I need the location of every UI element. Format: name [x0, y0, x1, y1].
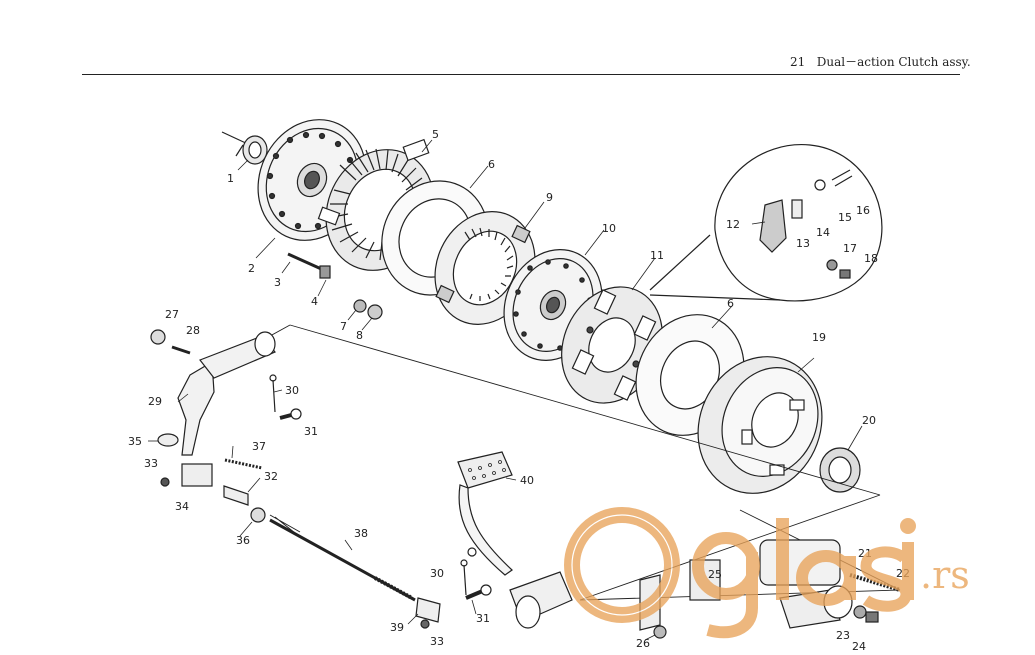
adjusting-rod	[269, 514, 416, 602]
bolt-and-nut-set	[287, 252, 383, 320]
lever-detail-inset	[649, 144, 883, 302]
part-label-37: 37	[252, 440, 266, 453]
fork-linkage	[157, 433, 266, 523]
release-lever	[150, 329, 276, 456]
part-label-9: 9	[546, 191, 553, 204]
section-title: Dual－action Clutch assy.	[816, 55, 971, 69]
part-label-35: 35	[128, 435, 142, 448]
clutch-cover-housing	[697, 356, 823, 494]
part-label-1: 1	[227, 172, 234, 185]
header-rule	[82, 74, 960, 75]
part-label-11: 11	[650, 249, 664, 262]
part-label-24: 24	[852, 640, 866, 653]
part-label-38: 38	[354, 527, 368, 540]
page-header: 21 Dual－action Clutch assy.	[790, 53, 971, 71]
clevis-pins-lower	[460, 559, 492, 600]
part-label-31: 31	[304, 425, 318, 438]
part-label-14: 14	[816, 226, 830, 239]
part-label-12: 12	[726, 218, 740, 231]
part-label-40: 40	[520, 474, 534, 487]
part-label-34: 34	[175, 500, 189, 513]
part-label-6: 6	[488, 158, 495, 171]
part-label-2: 2	[248, 262, 255, 275]
part-label-23: 23	[836, 629, 850, 642]
part-label-26: 26	[636, 637, 650, 650]
oglasi-watermark-logo: .rs	[564, 507, 970, 639]
clevis-pins-upper	[269, 374, 302, 420]
part-label-30b: 30	[430, 567, 444, 580]
part-label-29: 29	[148, 395, 162, 408]
part-label-5: 5	[432, 128, 439, 141]
part-label-30: 30	[285, 384, 299, 397]
part-label-31b: 31	[476, 612, 490, 625]
part-label-10: 10	[602, 222, 616, 235]
part-label-33b: 33	[430, 635, 444, 648]
part-label-27: 27	[165, 308, 179, 321]
part-label-8: 8	[356, 329, 363, 342]
pilot-bearing	[235, 135, 268, 165]
part-label-13: 13	[796, 237, 810, 250]
part-label-3: 3	[274, 276, 281, 289]
part-label-39: 39	[390, 621, 404, 634]
part-label-33: 33	[144, 457, 158, 470]
part-label-15: 15	[838, 211, 852, 224]
part-label-32: 32	[264, 470, 278, 483]
part-label-25: 25	[708, 568, 722, 581]
section-number: 21	[790, 55, 806, 69]
part-label-4: 4	[311, 295, 318, 308]
part-label-6b: 6	[727, 297, 734, 310]
part-label-20: 20	[862, 414, 876, 427]
part-label-7: 7	[340, 320, 347, 333]
part-label-36: 36	[236, 534, 250, 547]
clutch-pedal	[457, 451, 573, 629]
watermark-tld: .rs	[920, 553, 970, 597]
part-label-16: 16	[856, 204, 870, 217]
part-label-28: 28	[186, 324, 200, 337]
leader-lines	[148, 139, 863, 641]
part-label-19: 19	[812, 331, 826, 344]
lower-clevis	[415, 597, 441, 629]
part-label-17: 17	[843, 242, 857, 255]
release-bearing	[819, 447, 861, 493]
part-label-18: 18	[864, 252, 878, 265]
